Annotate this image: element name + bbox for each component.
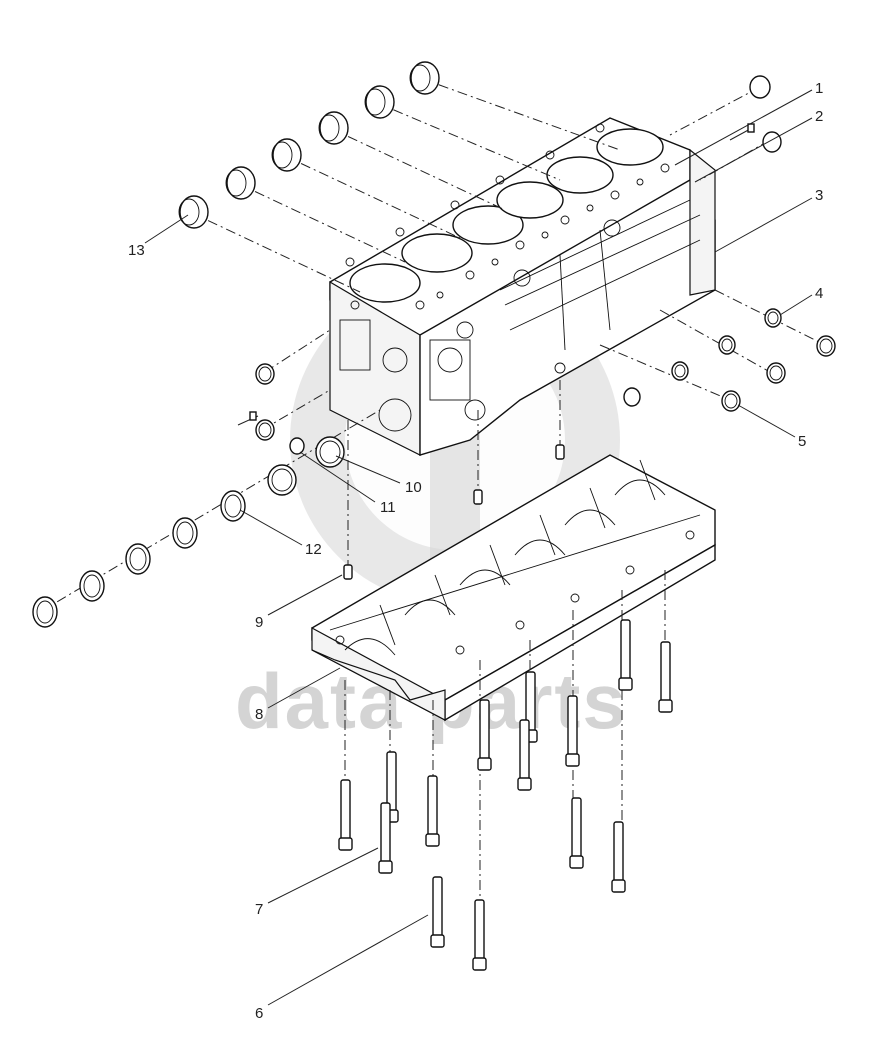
callout-10: 10	[405, 479, 422, 496]
callout-2: 2	[815, 108, 823, 125]
callout-1: 1	[815, 80, 823, 97]
main-bearing-bolts	[338, 619, 673, 971]
front-plugs	[237, 363, 275, 441]
leader-lines	[144, 89, 813, 1006]
callout-5: 5	[798, 433, 806, 450]
callout-3: 3	[815, 187, 823, 204]
part-12-cam-bushings	[32, 490, 246, 628]
cylinder-plugs	[178, 61, 440, 229]
engine-block	[329, 117, 716, 456]
callout-6: 6	[255, 1005, 263, 1022]
callout-9: 9	[255, 614, 263, 631]
callout-labels: 1 2 3 4 5 6 7 8 9 10 11 12 13	[128, 80, 823, 1022]
part-2-screw-plug	[729, 123, 782, 153]
callout-4: 4	[815, 285, 823, 302]
part-9-dowels	[343, 444, 565, 580]
callout-7: 7	[255, 901, 263, 918]
part-5-rings	[623, 361, 741, 412]
part-4-rings	[718, 308, 836, 384]
callout-11: 11	[380, 499, 396, 516]
callout-12: 12	[305, 541, 322, 558]
callout-13: 13	[128, 242, 145, 259]
part-10-11-bushings	[267, 436, 345, 496]
bedplate	[311, 454, 716, 722]
part-1-plug	[749, 75, 771, 99]
callout-8: 8	[255, 706, 263, 723]
